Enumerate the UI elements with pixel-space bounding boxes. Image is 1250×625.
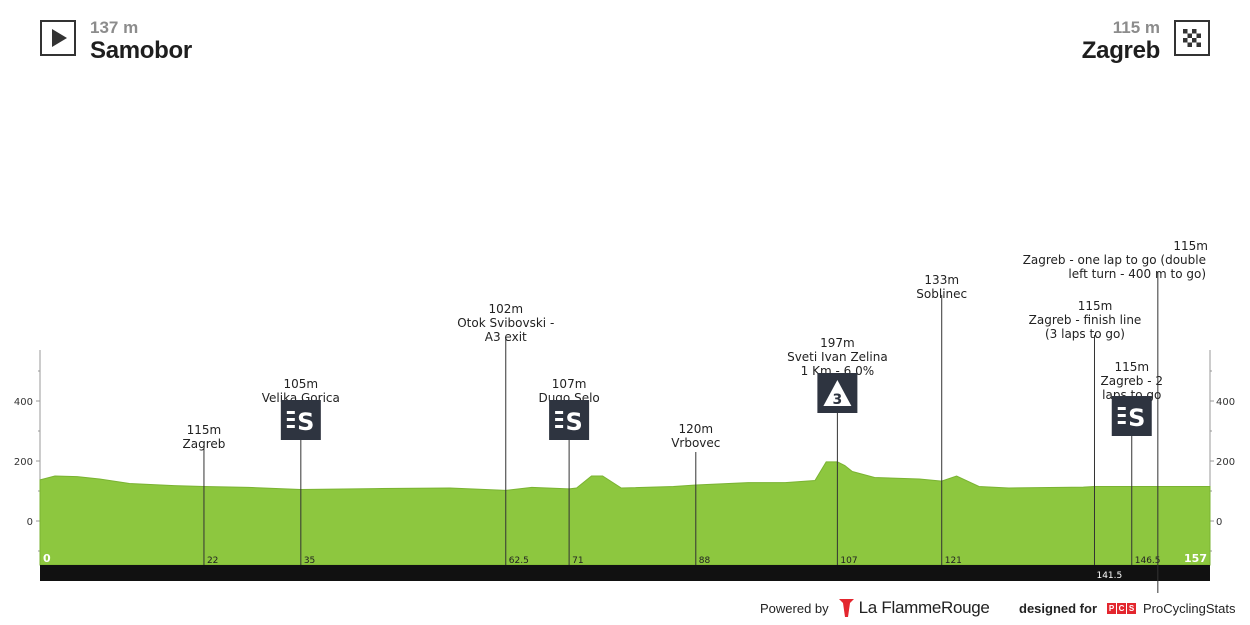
sprint-badge-stripe — [286, 418, 295, 421]
waypoint-altitude: 197m — [820, 336, 855, 350]
flame-icon — [838, 599, 854, 617]
waypoint-altitude: 115m — [1078, 299, 1113, 313]
sprint-badge-stripe — [555, 425, 564, 428]
designed-for: designed for P C S ProCyclingStats — [1019, 596, 1236, 620]
brand-name: La FlammeRouge — [858, 598, 990, 617]
waypoint-label: Zagreb - 2 — [1101, 374, 1163, 388]
pcs-letter: C — [1117, 602, 1127, 614]
waypoint-label: (3 laps to go) — [1045, 327, 1125, 341]
km-label: 121 — [945, 556, 962, 566]
waypoint-altitude: 133m — [924, 273, 959, 287]
km-label: 88 — [699, 556, 711, 566]
checkered-flag-icon — [1174, 20, 1210, 56]
sprint-badge-stripe — [1117, 414, 1126, 417]
sprint-badge-letter: S — [297, 408, 314, 436]
sprint-badge-stripe — [1117, 421, 1126, 424]
profile-area — [39, 461, 1211, 566]
waypoint-label: Otok Svibovski - — [457, 316, 554, 330]
waypoint-label: Sveti Ivan Zelina — [787, 350, 888, 364]
powered-by: Powered by La FlammeRouge — [760, 596, 990, 620]
y-tick-label-right: 400 — [1216, 397, 1235, 408]
sprint-badge-stripe — [286, 411, 295, 414]
y-tick-label-right: 0 — [1216, 517, 1222, 528]
designed-for-text: designed for — [1019, 600, 1098, 616]
waypoint-label: A3 exit — [485, 330, 527, 344]
sprint-badge-stripe — [555, 418, 564, 421]
pcs-letter: S — [1127, 602, 1137, 614]
play-flag-icon — [40, 20, 76, 56]
waypoint-altitude: 115m — [187, 423, 222, 437]
waypoint-label: Vrbovec — [671, 436, 720, 450]
waypoint-label: Zagreb — [183, 437, 226, 451]
waypoint-label: Zagreb - one lap to go (double — [1023, 253, 1206, 267]
pcs-name: ProCyclingStats — [1143, 600, 1236, 616]
km-label: 71 — [572, 556, 583, 566]
waypoint-label: left turn - 400 m to go) — [1068, 267, 1206, 281]
km-label-finish: 157 — [1184, 552, 1207, 565]
waypoint-label: Zagreb - finish line — [1029, 313, 1142, 327]
waypoint-label: Soblinec — [916, 287, 967, 301]
y-tick-label-left: 400 — [14, 397, 33, 408]
km-label: 62.5 — [509, 556, 529, 566]
distance-bar — [40, 565, 1210, 581]
km-label-start: 0 — [43, 552, 51, 565]
powered-by-text: Powered by — [760, 600, 829, 616]
sprint-badge-stripe — [555, 411, 564, 414]
la-flamme-rouge-logo: La FlammeRouge — [838, 598, 990, 618]
kom-category-label: 3 — [833, 392, 843, 408]
y-tick-label-left: 200 — [14, 457, 33, 468]
start-name: Samobor — [90, 37, 192, 64]
finish-name: Zagreb — [1081, 37, 1161, 64]
waypoint-altitude: 105m — [284, 377, 319, 391]
y-tick-label-right: 200 — [1216, 457, 1235, 468]
km-label: 146.5 — [1135, 556, 1161, 566]
waypoint-altitude: 115m — [1114, 360, 1149, 374]
waypoint-altitude: 120m — [678, 422, 713, 436]
start-altitude: 137 m — [90, 18, 139, 37]
km-label: 35 — [304, 556, 315, 566]
finish-altitude: 115 m — [1112, 18, 1160, 37]
waypoint-altitude: 107m — [552, 377, 587, 391]
waypoint-altitude: 102m — [488, 302, 523, 316]
km-label: 22 — [207, 556, 218, 566]
km-label: 141.5 — [1096, 571, 1122, 581]
mountain-icon — [823, 380, 852, 406]
pcs-logo: P C S — [1107, 602, 1137, 614]
sprint-badge-letter: S — [565, 408, 582, 436]
sprint-badge-stripe — [286, 425, 295, 428]
y-tick-label-left: 0 — [27, 517, 33, 528]
pcs-letter: P — [1107, 602, 1117, 614]
sprint-badge-stripe — [1117, 407, 1126, 410]
waypoint-altitude: 115m — [1173, 239, 1208, 253]
km-label: 107 — [840, 556, 857, 566]
sprint-badge-letter: S — [1128, 404, 1145, 432]
